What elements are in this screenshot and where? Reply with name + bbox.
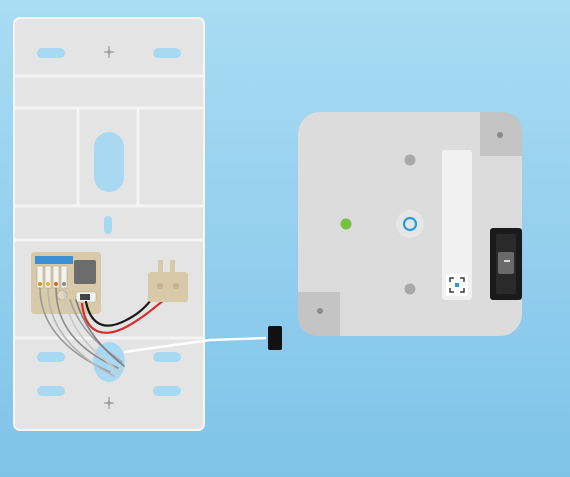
wire-hole	[93, 342, 125, 382]
status-led	[340, 218, 352, 230]
wire-pass-slot	[94, 132, 124, 192]
mount-slot	[37, 386, 65, 396]
indicator-dot	[404, 154, 416, 166]
mount-slot	[153, 386, 181, 396]
ribbon-cable	[123, 326, 282, 354]
mount-slot	[104, 216, 112, 234]
relay-block	[74, 260, 96, 284]
cable-connector	[268, 326, 282, 350]
button-ring	[396, 210, 424, 238]
button-ring-inner	[402, 216, 418, 232]
screw-icon	[104, 46, 114, 58]
mount-slot	[153, 48, 181, 58]
side-connector	[490, 228, 522, 300]
mount-slot	[153, 352, 181, 362]
qr-code-icon	[446, 274, 468, 296]
power-connector-block	[148, 260, 188, 302]
inner-panel	[442, 150, 472, 300]
mount-slot	[37, 352, 65, 362]
terminal-labels	[35, 256, 73, 264]
device-module	[298, 112, 522, 336]
screw-icon	[104, 397, 114, 409]
indicator-dot	[404, 283, 416, 295]
wire-bundle	[39, 287, 125, 377]
mount-slot	[37, 48, 65, 58]
mounting-plate	[13, 17, 205, 431]
